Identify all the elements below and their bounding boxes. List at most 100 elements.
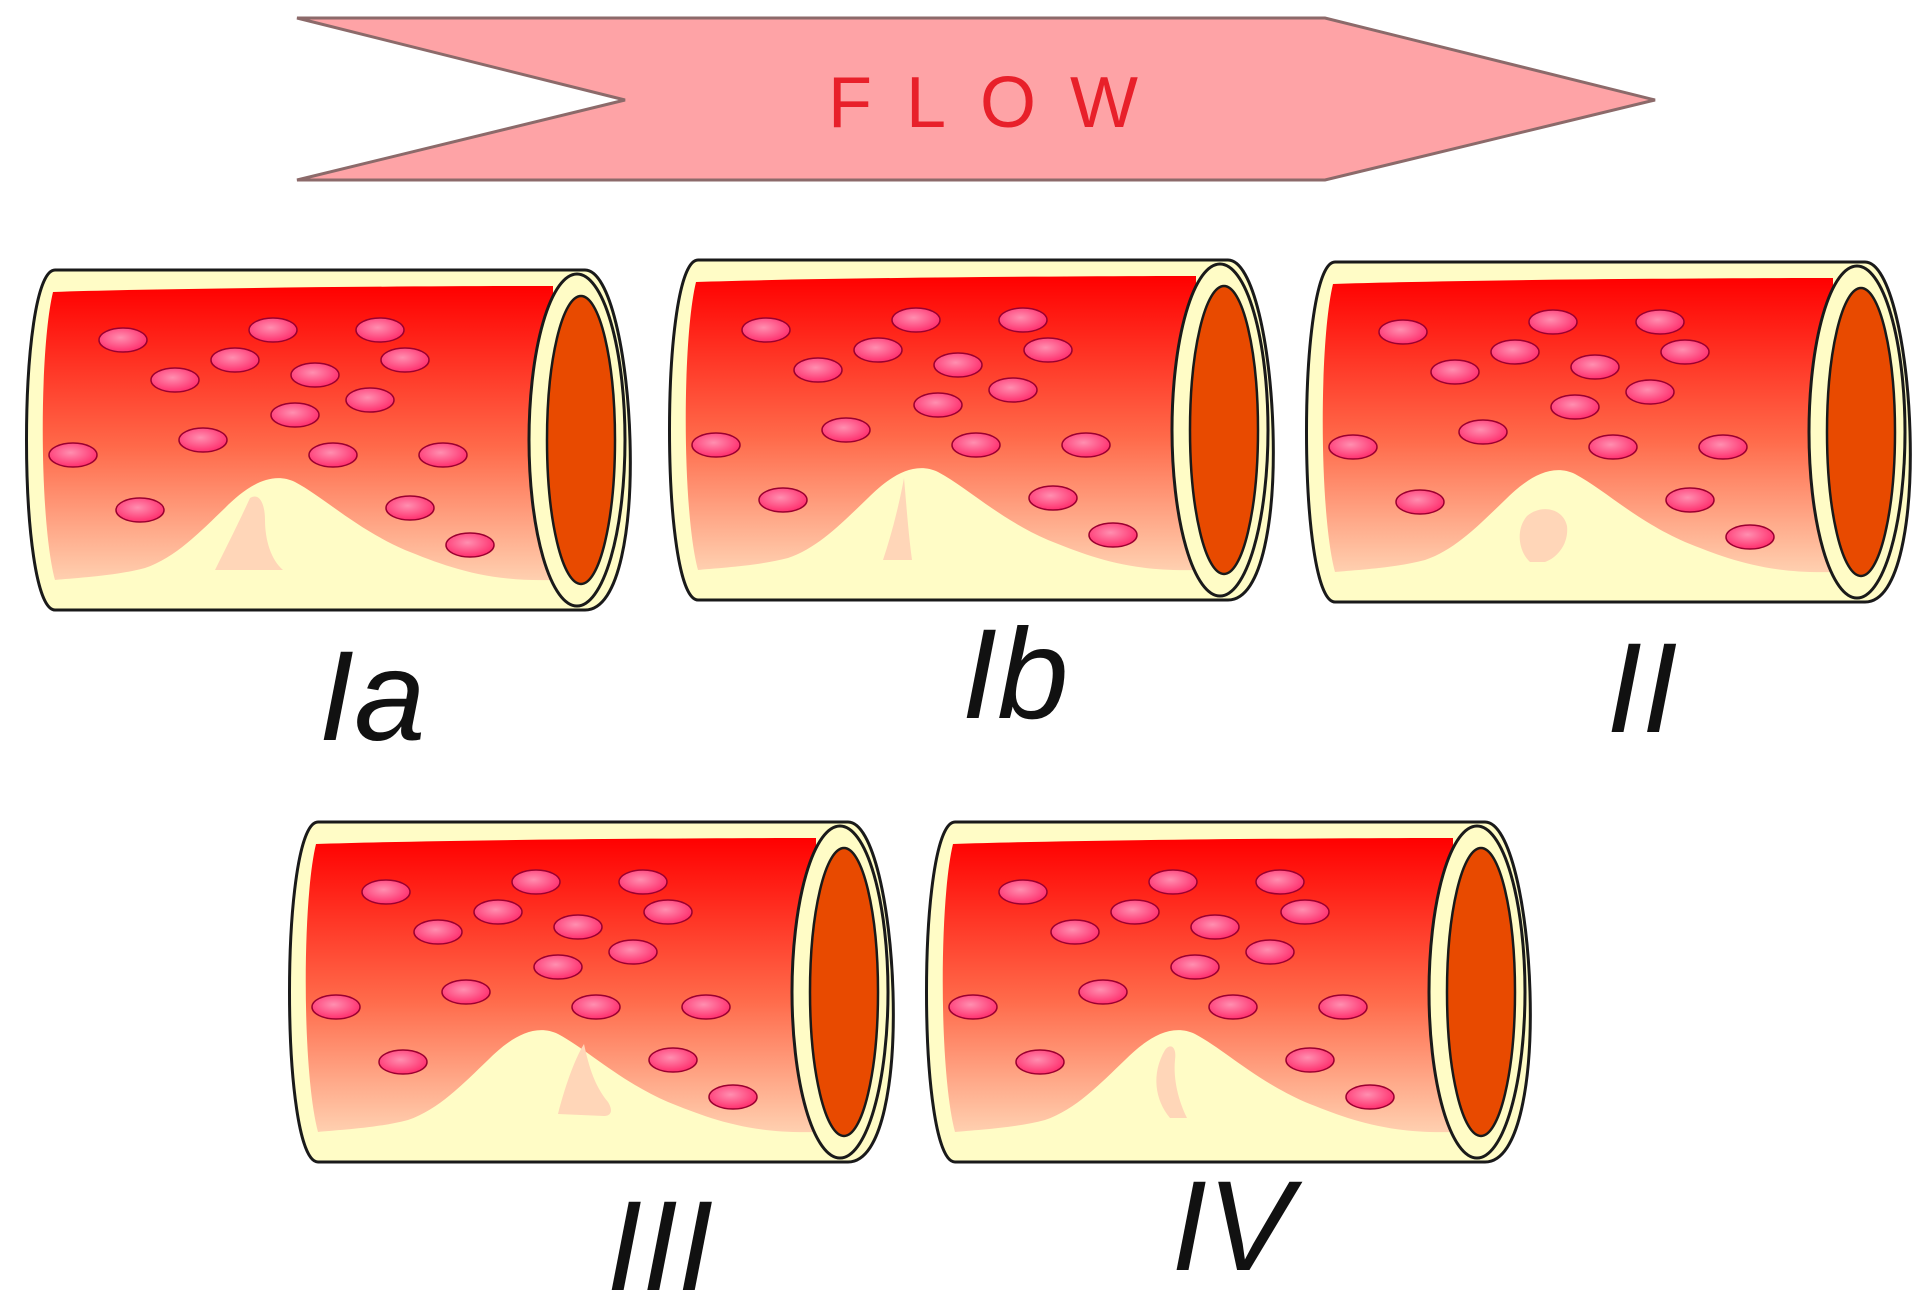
red-blood-cell <box>1698 434 1748 460</box>
red-blood-cell <box>378 1049 428 1075</box>
lesion-shape <box>1156 1046 1187 1118</box>
red-blood-cell <box>571 994 621 1020</box>
red-blood-cell <box>473 899 523 925</box>
red-blood-cell <box>441 979 491 1005</box>
red-blood-cell <box>308 442 358 468</box>
red-blood-cell <box>681 994 731 1020</box>
vessel-ia <box>25 268 632 612</box>
red-blood-cell <box>1318 994 1368 1020</box>
vessel-iii <box>288 820 895 1164</box>
red-blood-cell <box>1395 489 1445 515</box>
red-blood-cell <box>1190 914 1240 940</box>
red-blood-cell <box>1528 309 1578 335</box>
red-blood-cell <box>648 1047 698 1073</box>
red-blood-cell <box>511 869 561 895</box>
red-blood-cell <box>533 954 583 980</box>
lesion-shape <box>1519 509 1568 562</box>
vessel-ii <box>1305 260 1912 604</box>
red-blood-cell <box>1023 337 1073 363</box>
red-blood-cell <box>1550 394 1600 420</box>
red-blood-cell <box>1280 899 1330 925</box>
red-blood-cell <box>355 317 405 343</box>
red-blood-cell <box>311 994 361 1020</box>
red-blood-cell <box>951 432 1001 458</box>
red-blood-cell <box>48 442 98 468</box>
red-blood-cell <box>1378 319 1428 345</box>
red-blood-cell <box>1665 487 1715 513</box>
red-blood-cell <box>618 869 668 895</box>
flow-arrow-shape <box>296 16 1656 182</box>
lumen-opening <box>1188 284 1260 576</box>
red-blood-cell <box>1170 954 1220 980</box>
red-blood-cell <box>821 417 871 443</box>
red-blood-cell <box>998 307 1048 333</box>
red-blood-cell <box>608 939 658 965</box>
red-blood-cell <box>1588 434 1638 460</box>
red-blood-cell <box>418 442 468 468</box>
red-blood-cell <box>758 487 808 513</box>
red-blood-cell <box>210 347 260 373</box>
lumen-opening <box>1445 846 1517 1138</box>
red-blood-cell <box>913 392 963 418</box>
lesion-shape <box>215 496 283 570</box>
red-blood-cell <box>708 1084 758 1110</box>
label-ib: Ib <box>962 603 1069 746</box>
red-blood-cell <box>1458 419 1508 445</box>
vessel-iv <box>925 820 1532 1164</box>
flow-label: FLOW <box>828 63 1172 143</box>
red-blood-cell <box>793 357 843 383</box>
red-blood-cell <box>1625 379 1675 405</box>
red-blood-cell <box>248 317 298 343</box>
red-blood-cell <box>948 994 998 1020</box>
red-blood-cell <box>891 307 941 333</box>
red-blood-cell <box>1345 1084 1395 1110</box>
red-blood-cell <box>741 317 791 343</box>
red-blood-cell <box>1078 979 1128 1005</box>
red-blood-cell <box>1245 939 1295 965</box>
red-blood-cell <box>115 497 165 523</box>
label-iv: IV <box>1172 1155 1304 1298</box>
label-ia: Ia <box>319 625 426 768</box>
red-blood-cell <box>853 337 903 363</box>
red-blood-cell <box>1490 339 1540 365</box>
red-blood-cell <box>1061 432 1111 458</box>
red-blood-cell <box>1208 994 1258 1020</box>
red-blood-cell <box>1328 434 1378 460</box>
red-blood-cell <box>1028 485 1078 511</box>
flow-arrow: FLOW <box>296 16 1656 182</box>
red-blood-cell <box>691 432 741 458</box>
lesion-shape <box>558 1044 611 1116</box>
red-blood-cell <box>998 879 1048 905</box>
red-blood-cell <box>1285 1047 1335 1073</box>
lumen-opening <box>808 846 880 1138</box>
lumen-opening <box>1825 286 1897 578</box>
red-blood-cell <box>933 352 983 378</box>
red-blood-cell <box>1088 522 1138 548</box>
red-blood-cell <box>1430 359 1480 385</box>
red-blood-cell <box>1725 524 1775 550</box>
red-blood-cell <box>345 387 395 413</box>
red-blood-cell <box>385 495 435 521</box>
red-blood-cell <box>361 879 411 905</box>
red-blood-cell <box>178 427 228 453</box>
vessel-ib <box>668 258 1275 602</box>
red-blood-cell <box>150 367 200 393</box>
red-blood-cell <box>1635 309 1685 335</box>
red-blood-cell <box>1660 339 1710 365</box>
label-ii: II <box>1606 617 1677 760</box>
label-iii: III <box>607 1175 714 1313</box>
red-blood-cell <box>988 377 1038 403</box>
red-blood-cell <box>270 402 320 428</box>
red-blood-cell <box>445 532 495 558</box>
red-blood-cell <box>643 899 693 925</box>
red-blood-cell <box>413 919 463 945</box>
red-blood-cell <box>1148 869 1198 895</box>
red-blood-cell <box>1015 1049 1065 1075</box>
red-blood-cell <box>1570 354 1620 380</box>
lesion-shape <box>883 478 912 560</box>
red-blood-cell <box>290 362 340 388</box>
red-blood-cell <box>98 327 148 353</box>
red-blood-cell <box>1255 869 1305 895</box>
red-blood-cell <box>1110 899 1160 925</box>
